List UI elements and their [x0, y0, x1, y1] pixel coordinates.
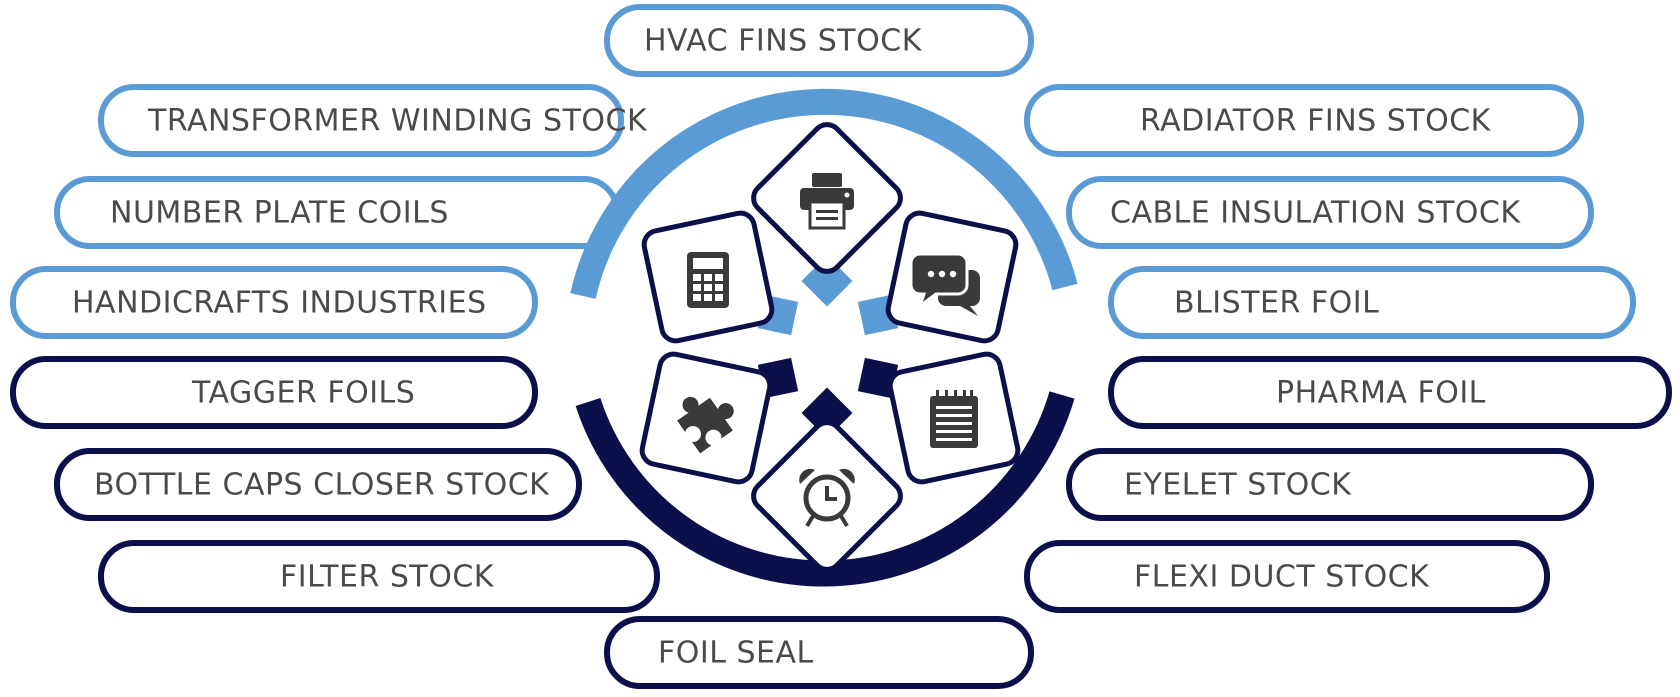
pill-label: HANDICRAFTS INDUSTRIES [72, 285, 487, 320]
pill-hvac-fins-stock: HVAC FINS STOCK [604, 4, 1034, 77]
lower-arc [575, 391, 1075, 587]
pill-transformer-winding-stock: TRANSFORMER WINDING STOCK [98, 84, 647, 157]
pill-tagger-foils: TAGGER FOILS [10, 356, 538, 429]
pill-label: CABLE INSULATION STOCK [1110, 195, 1521, 230]
pill-bottle-caps-closer-stock: BOTTLE CAPS CLOSER STOCK [54, 448, 582, 521]
pill-blister-foil: BLISTER FOIL [1108, 266, 1636, 339]
puzzle-icon [677, 396, 734, 454]
pill-foil-seal: FOIL SEAL [604, 616, 1034, 689]
pill-handicrafts-industries: HANDICRAFTS INDUSTRIES [10, 266, 538, 339]
pill-label: PHARMA FOIL [1276, 375, 1486, 410]
alarm-clock-icon [799, 468, 855, 528]
pill-cable-insulation-stock: CABLE INSULATION STOCK [1066, 176, 1594, 249]
printer-icon [800, 173, 854, 230]
pill-label: BOTTLE CAPS CLOSER STOCK [94, 467, 550, 502]
pill-filter-stock: FILTER STOCK [98, 540, 660, 613]
pill-label: EYELET STOCK [1124, 467, 1352, 502]
pill-radiator-fins-stock: RADIATOR FINS STOCK [1024, 84, 1584, 157]
pill-number-plate-coils: NUMBER PLATE COILS [54, 176, 620, 249]
pill-label: RADIATOR FINS STOCK [1140, 103, 1491, 138]
pill-label: TAGGER FOILS [192, 375, 416, 410]
pill-label: FILTER STOCK [280, 559, 494, 594]
calculator-icon [687, 252, 729, 308]
chat-icon [909, 252, 980, 316]
pill-eyelet-stock: EYELET STOCK [1066, 448, 1594, 521]
connector-square [801, 255, 853, 307]
pill-flexi-duct-stock: FLEXI DUCT STOCK [1024, 540, 1550, 613]
pill-label: FOIL SEAL [658, 635, 814, 670]
upper-arc [570, 88, 1078, 299]
pill-label: TRANSFORMER WINDING STOCK [148, 103, 648, 138]
pill-label: NUMBER PLATE COILS [110, 195, 449, 230]
pill-pharma-foil: PHARMA FOIL [1108, 356, 1672, 429]
pill-label: FLEXI DUCT STOCK [1134, 559, 1430, 594]
pill-label: HVAC FINS STOCK [644, 23, 922, 58]
notepad-icon [930, 390, 978, 448]
pill-label: BLISTER FOIL [1174, 285, 1380, 320]
connector-square [801, 387, 853, 439]
